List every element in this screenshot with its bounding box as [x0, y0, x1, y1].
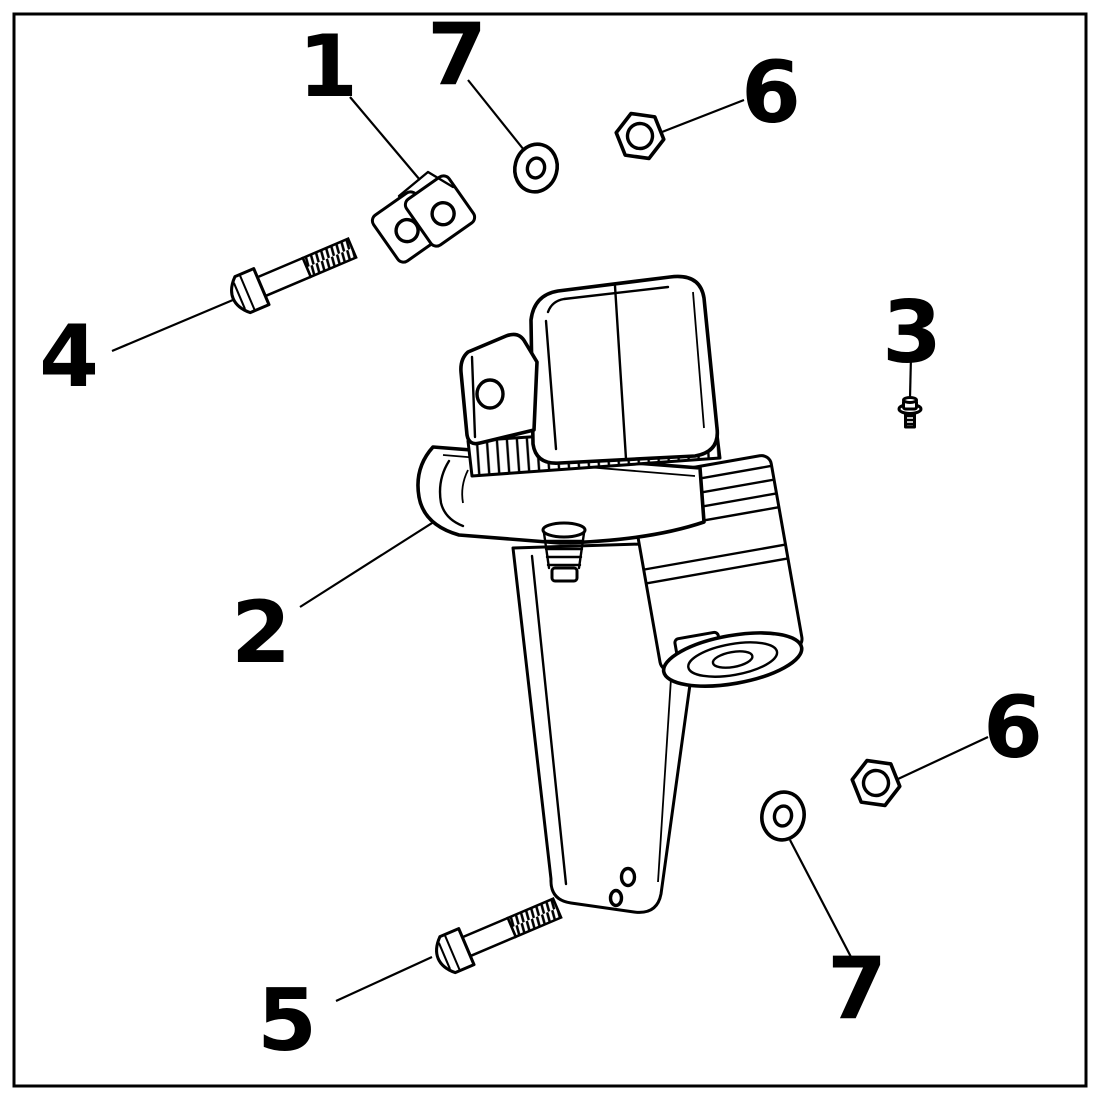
callout-label-2: 2 [231, 583, 291, 683]
part-hex-bolt-lower [435, 897, 563, 975]
part-main-assembly [416, 274, 804, 914]
bolt-threads [301, 237, 358, 279]
leader-line-callout-3 [908, 355, 913, 399]
spring-bellows [541, 521, 587, 583]
pivot-hole [475, 378, 505, 410]
callout-label-6-upper: 6 [741, 43, 801, 143]
cylinder-end-cap [661, 631, 804, 688]
callout-label-7-lower: 7 [827, 939, 887, 1039]
top-cover [529, 274, 720, 465]
part-flange-screw [897, 396, 923, 429]
arm-hole-upper [619, 866, 637, 888]
leader-line-callout-4 [111, 295, 241, 353]
part-hex-nut-upper [614, 111, 666, 161]
part-hex-nut-lower [850, 758, 902, 808]
arm-hole-lower [608, 888, 624, 908]
pivot-ear [459, 332, 539, 446]
bolt-threads [506, 897, 563, 939]
leader-line-callout-5 [335, 956, 433, 1002]
callout-label-7-upper: 7 [427, 5, 487, 105]
bolt-shank [461, 916, 517, 958]
part-washer-lower [760, 790, 806, 842]
callout-label-4: 4 [39, 307, 99, 407]
leader-line-callout-7-upper [467, 79, 529, 156]
leader-line-callout-6-lower [897, 736, 989, 780]
leader-line-callout-1 [349, 96, 421, 181]
callout-label-5: 5 [257, 971, 317, 1071]
callout-label-1: 1 [298, 17, 358, 117]
part-washer-upper [512, 142, 560, 194]
callout-labels: 1 7 6 4 3 2 6 7 5 [39, 5, 1043, 1071]
leader-line-callout-7-lower [789, 839, 852, 958]
bolt-shank [256, 256, 312, 298]
callout-label-6-lower: 6 [983, 678, 1043, 778]
callout-label-3: 3 [882, 283, 942, 383]
part-clamp-bracket [370, 170, 477, 264]
leader-lines [111, 79, 989, 1002]
leader-line-callout-6-upper [661, 98, 745, 134]
part-hex-bolt-upper [230, 237, 358, 315]
diagram-border [12, 12, 1088, 1088]
